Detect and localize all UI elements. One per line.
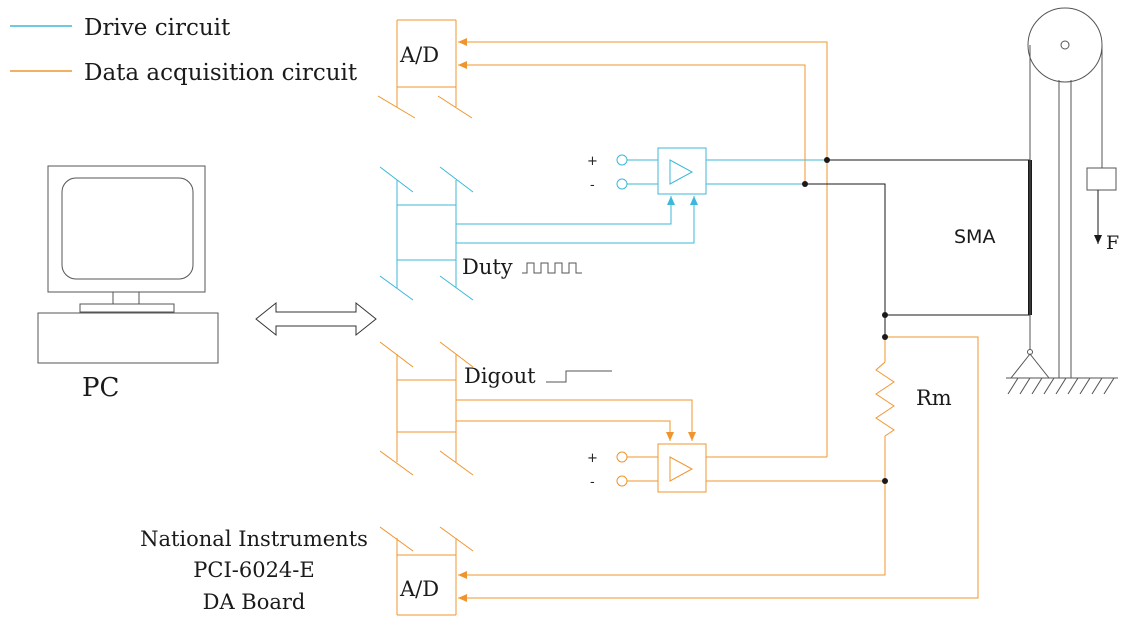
legend: Drive circuit Data acquisition circuit	[10, 15, 358, 86]
minus-top: -	[590, 178, 595, 193]
legend-acquisition-label: Data acquisition circuit	[84, 60, 358, 86]
drive-signal-wires	[456, 196, 698, 244]
board-type: DA Board	[203, 590, 306, 614]
step-signal-icon	[546, 370, 612, 383]
force-label: F	[1106, 232, 1119, 254]
ad-converter-bottom	[379, 526, 474, 616]
sma-label: SMA	[954, 226, 995, 248]
digout-board	[379, 341, 474, 476]
duty-label: Duty	[462, 255, 513, 279]
plus-bottom: +	[587, 451, 598, 466]
board-model: PCI-6024-E	[193, 558, 314, 582]
ad-top-label: A/D	[399, 43, 439, 67]
computer-icon	[37, 165, 219, 364]
digout-signal-wires	[456, 399, 696, 441]
ad-converter-top	[377, 19, 473, 119]
digout-label: Digout	[464, 364, 536, 388]
board-name: National Instruments	[140, 527, 368, 551]
plus-top: +	[587, 154, 598, 169]
minus-bottom: -	[590, 475, 595, 490]
acquisition-wires	[458, 38, 979, 602]
pwm-waveform-icon	[522, 262, 582, 274]
amplifier-icon	[616, 443, 885, 493]
pulley-icon	[1027, 7, 1103, 378]
junction-dots	[802, 157, 888, 484]
amplifier-icon	[616, 147, 827, 195]
pc-label: PC	[82, 373, 119, 403]
legend-drive-label: Drive circuit	[84, 15, 231, 41]
ad-bottom-label: A/D	[399, 577, 439, 601]
weight-icon	[1086, 167, 1117, 191]
double-arrow-icon	[255, 301, 377, 337]
sma-circuit	[805, 159, 1032, 337]
drive-board	[379, 166, 474, 301]
ground-icon	[1006, 353, 1118, 395]
rm-label: Rm	[916, 386, 952, 410]
